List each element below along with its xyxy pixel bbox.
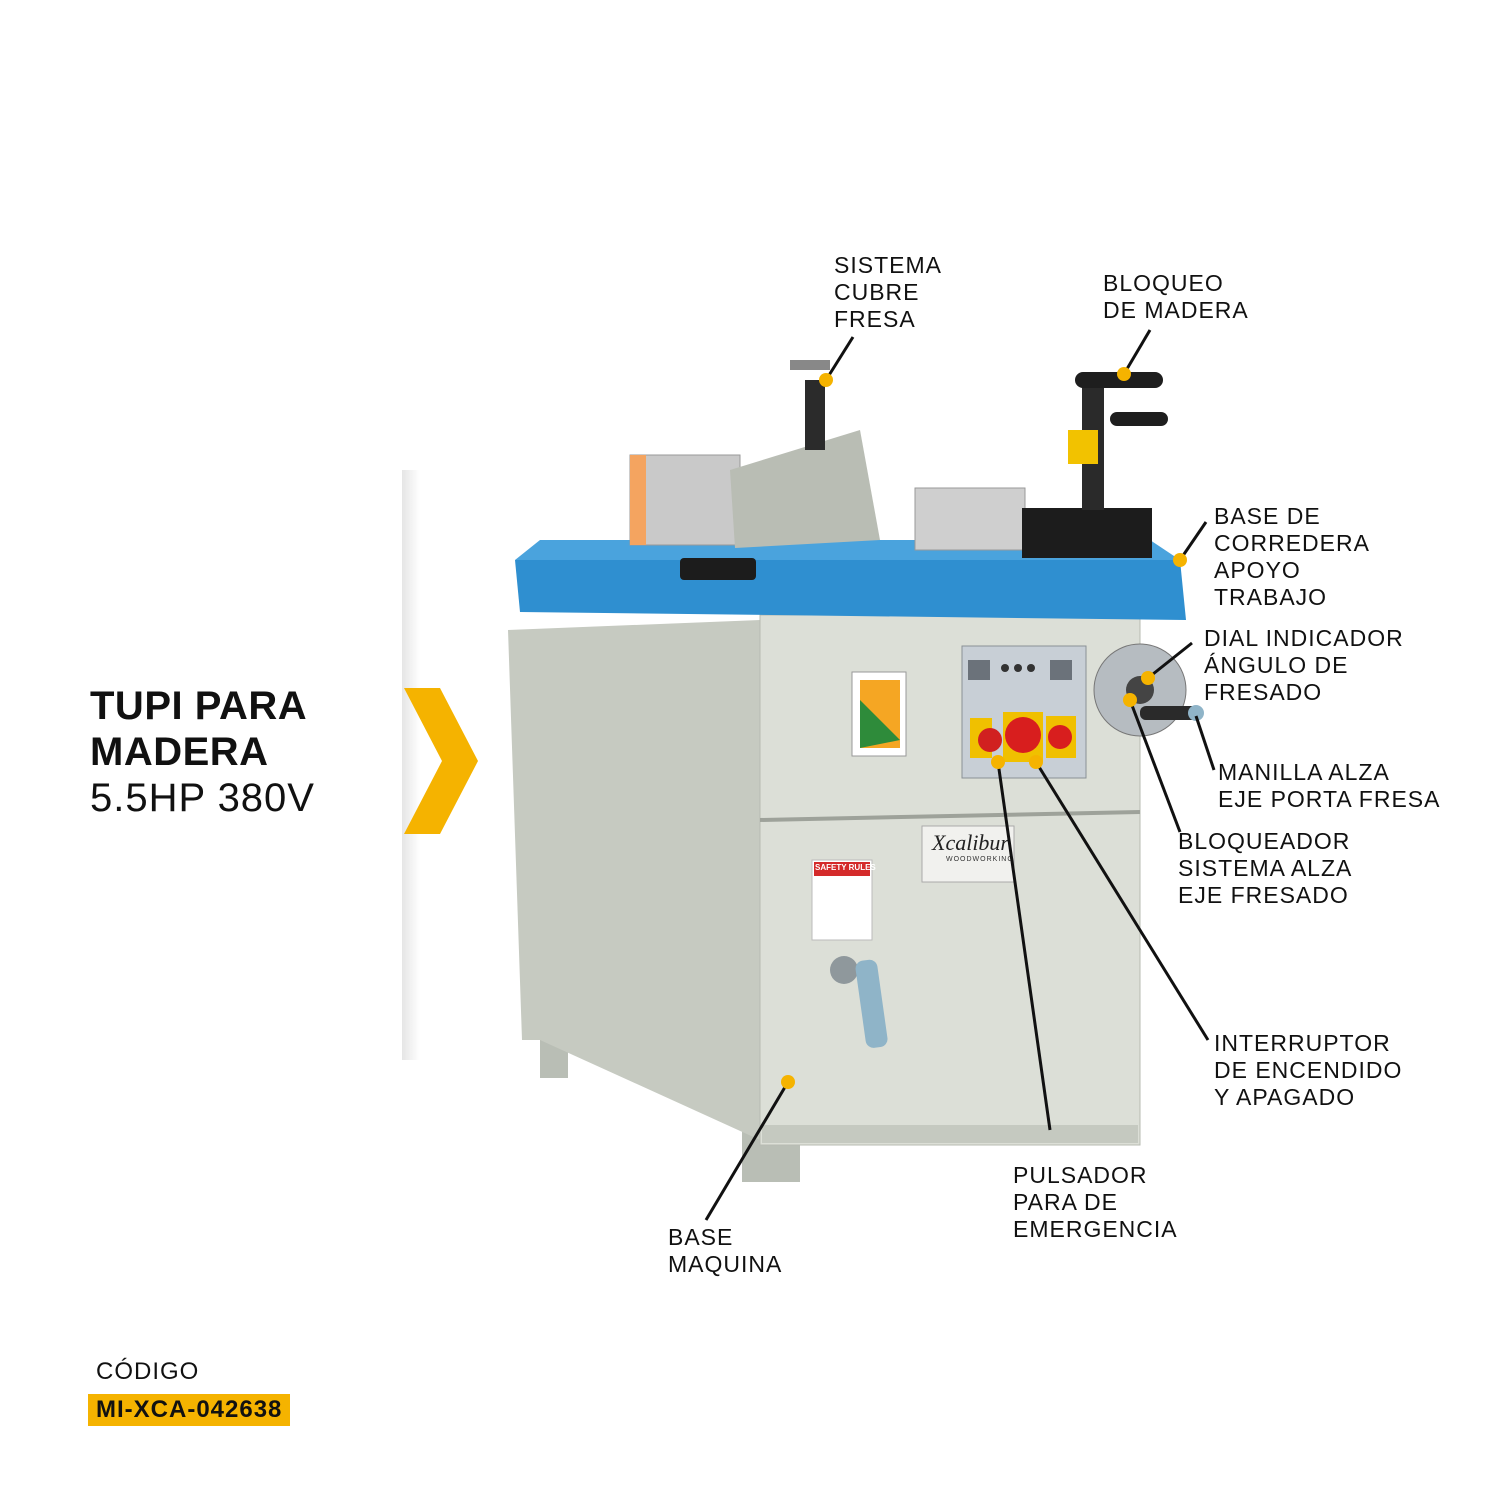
code-label: CÓDIGO bbox=[96, 1358, 200, 1385]
vertical-divider bbox=[402, 470, 420, 1060]
brand-sub: WOODWORKING bbox=[946, 856, 1014, 863]
callout-dial-indicador: DIAL INDICADOR ÁNGULO DE FRESADO bbox=[1204, 625, 1404, 705]
product-subtitle: 5.5HP 380V bbox=[90, 776, 315, 820]
product-title-line2: MADERA bbox=[90, 730, 269, 774]
callout-interruptor: INTERRUPTOR DE ENCENDIDO Y APAGADO bbox=[1214, 1030, 1403, 1110]
product-title-line1: TUPI PARA bbox=[90, 684, 308, 728]
brand-logo: Xcalibur bbox=[932, 830, 1009, 855]
callout-bloqueador-sistema: BLOQUEADOR SISTEMA ALZA EJE FRESADO bbox=[1178, 828, 1353, 908]
callout-base-maquina: BASE MAQUINA bbox=[668, 1224, 783, 1277]
callout-pulsador: PULSADOR PARA DE EMERGENCIA bbox=[1013, 1162, 1178, 1242]
callout-bloqueo-madera: BLOQUEO DE MADERA bbox=[1103, 270, 1249, 323]
callout-manilla-alza: MANILLA ALZA EJE PORTA FRESA bbox=[1218, 759, 1441, 812]
safety-label: SAFETY RULES bbox=[815, 863, 876, 872]
callout-base-corredera: BASE DE CORREDERA APOYO TRABAJO bbox=[1214, 503, 1370, 610]
code-value-badge: MI-XCA-042638 bbox=[88, 1394, 291, 1426]
callout-cubre-fresa: SISTEMA CUBRE FRESA bbox=[834, 252, 942, 332]
chevron-right-icon bbox=[404, 688, 478, 834]
